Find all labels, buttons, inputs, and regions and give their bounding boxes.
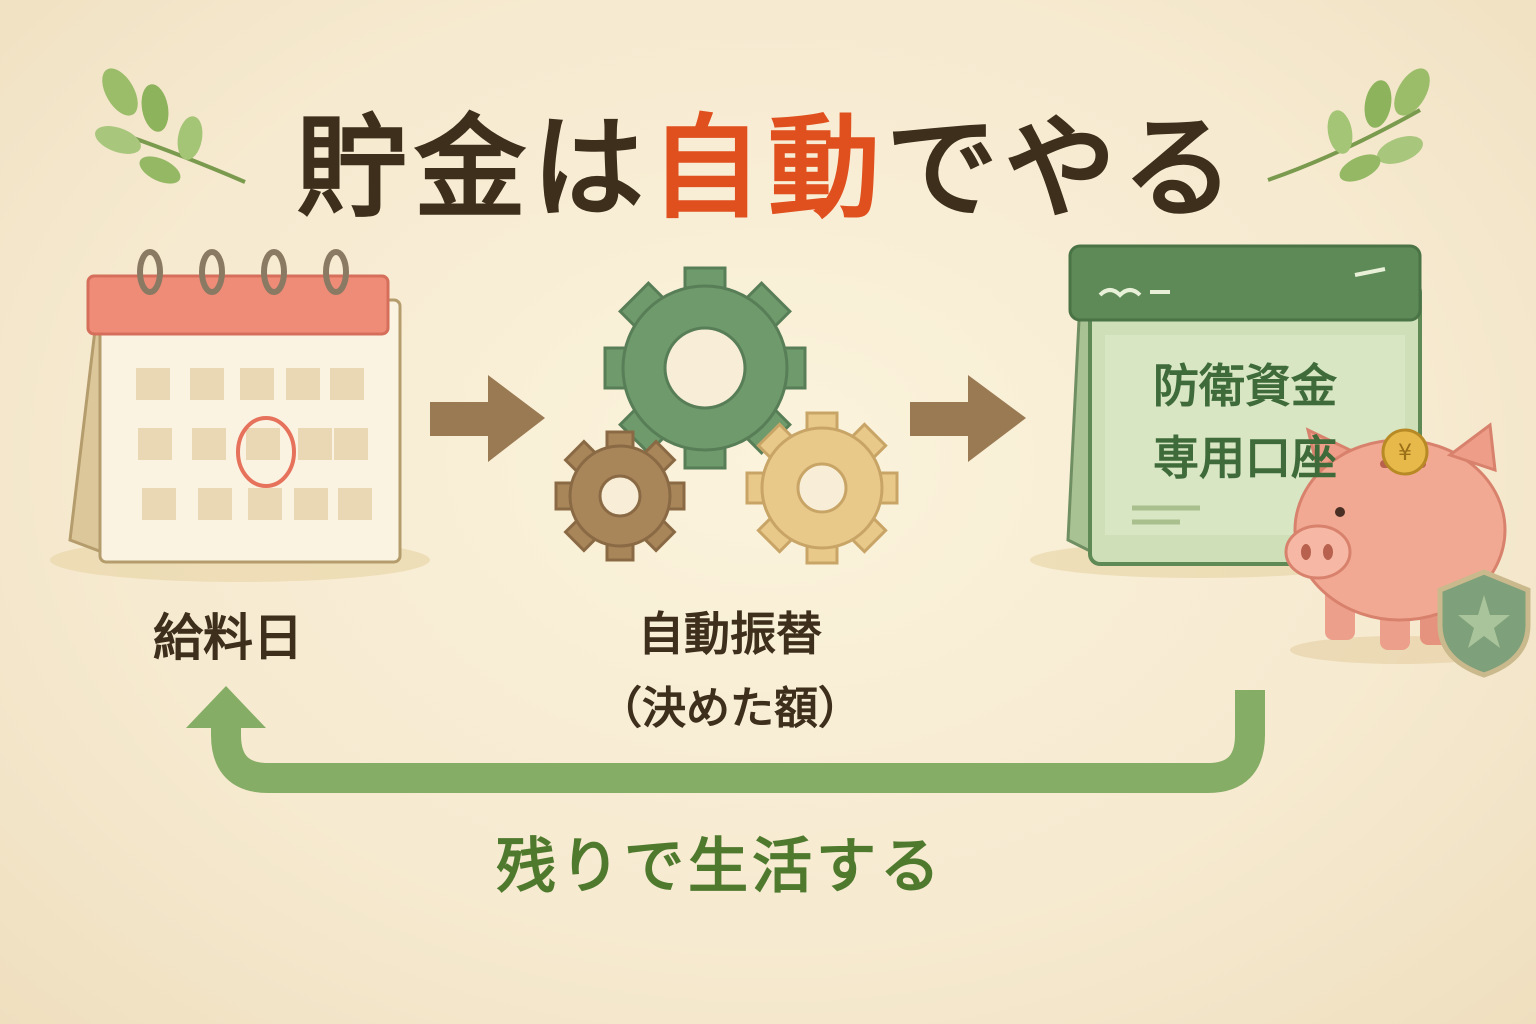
savings-account-label: 防衛資金 専用口座	[1100, 350, 1390, 494]
title-accent: 自動	[650, 104, 886, 234]
page-title: 貯金は自動でやる	[0, 78, 1536, 240]
calendar-icon	[50, 249, 430, 582]
leaf-icon	[95, 68, 246, 184]
live-on-remainder-label: 残りで生活する	[496, 832, 944, 902]
shield-icon	[1437, 569, 1531, 678]
svg-text:¥: ¥	[1398, 441, 1412, 466]
arrow-right-icon	[430, 375, 545, 462]
payday-label: 給料日	[153, 609, 303, 667]
gear-icon	[554, 266, 899, 565]
account-line-1: 防衛資金	[1153, 359, 1337, 413]
coin-icon: ¥	[1381, 428, 1429, 476]
title-prefix: 貯金は	[296, 104, 650, 234]
loop-arrow	[186, 686, 1265, 793]
account-line-2: 専用口座	[1153, 431, 1337, 485]
leaf-icon	[1267, 68, 1430, 182]
auto-transfer-label: 自動振替	[638, 607, 822, 661]
fixed-amount-note: （決めた額）	[598, 683, 862, 734]
arrow-right-icon	[910, 375, 1026, 462]
title-suffix: でやる	[886, 104, 1240, 234]
